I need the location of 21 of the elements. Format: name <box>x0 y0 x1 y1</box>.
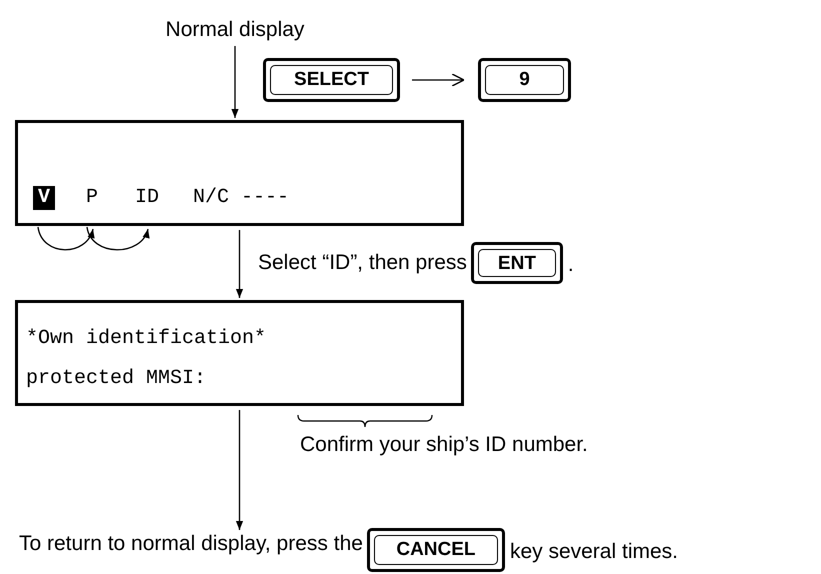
instruction-text: To return to normal display, press the <box>19 532 363 556</box>
note-text: Confirm your ship’s ID number. <box>300 433 588 457</box>
select-key: SELECT <box>263 58 400 102</box>
arrow <box>231 46 239 118</box>
instruction-text: Select “ID”, then press <box>258 251 467 275</box>
number-key: 9 <box>478 58 571 102</box>
curved-arrow <box>86 226 149 250</box>
display-screen: *Own identification* protected MMSI: <box>15 300 464 406</box>
menu-item: ID <box>135 186 161 210</box>
display-screen <box>15 120 464 226</box>
highlighted-menu-item: V <box>33 186 55 210</box>
ent-key: ENT <box>470 242 563 284</box>
cancel-key: CANCEL <box>366 528 505 572</box>
menu-item: P <box>86 186 100 210</box>
display-text: N/C ---- <box>193 186 290 210</box>
instruction-text: key several times. <box>510 540 678 564</box>
arrow <box>236 410 244 530</box>
arrow <box>236 230 244 298</box>
period-text: . <box>568 253 574 277</box>
arrow <box>412 73 465 87</box>
caption-text: Normal display <box>165 18 305 42</box>
